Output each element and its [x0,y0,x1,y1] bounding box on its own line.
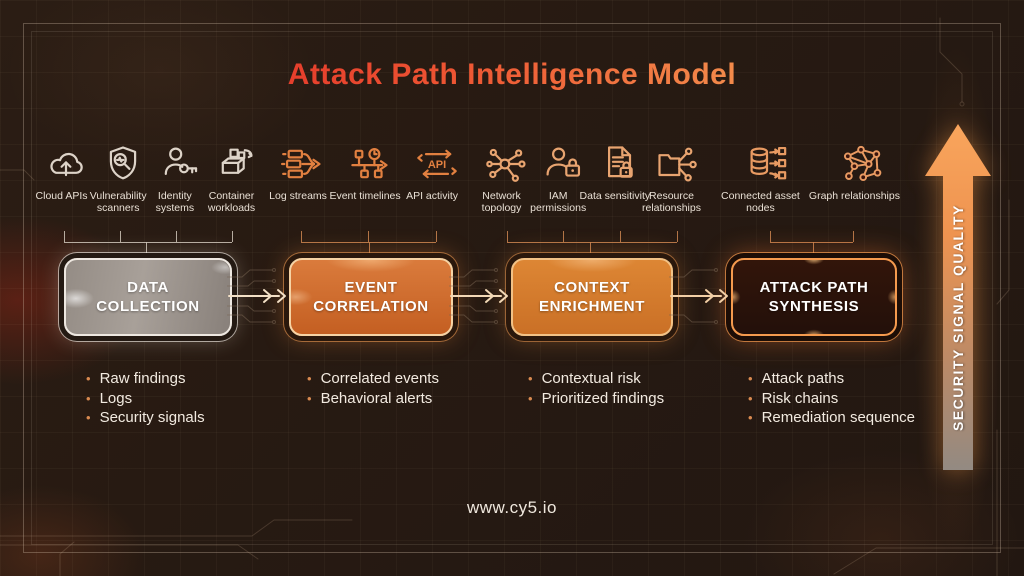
stage-box-label: CONTEXT ENRICHMENT [539,278,645,316]
output-text: Raw findings [99,370,186,387]
context-enrichment-sources: Network topology IAM permissions [478,140,704,215]
list-item: • Remediation sequence [748,408,948,428]
bullet-dot-icon: • [528,371,533,386]
source-event-timelines: Event timelines [329,140,401,202]
data-collection-outputs: • Raw findings • Logs • Security signals [86,369,205,428]
list-item: • Logs [86,389,205,409]
source-label: Data sensitivity [579,190,651,202]
event-timeline-icon [348,140,392,186]
source-api-activity: API API activity [406,140,468,202]
output-text: Correlated events [320,370,439,387]
source-label: Log streams [269,190,327,202]
stage-box-event-correlation: EVENT CORRELATION [289,258,453,336]
bullet-dot-icon: • [86,390,91,406]
output-text: Behavioral alerts [320,389,433,407]
source-vulnerability-scanners: Vulnerability scanners [90,140,151,215]
stage-box-label: DATA COLLECTION [96,278,200,316]
log-streams-icon [281,140,325,186]
page-title: Attack Path Intelligence Model [0,58,1024,92]
output-text: Risk chains [761,389,839,407]
stage-box-label: ATTACK PATH SYNTHESIS [759,278,869,316]
bullet-dot-icon: • [86,371,91,386]
source-iam-permissions: IAM permissions [530,140,591,215]
source-label: Vulnerability scanners [89,190,147,215]
source-label: Connected asset nodes [721,190,800,215]
list-item: • Raw findings [86,369,205,389]
stage-box-label: EVENT CORRELATION [313,278,429,316]
data-collection-sources: Cloud APIs Vulnerability scanners [36,140,264,215]
source-graph-relationships: Graph relationships [809,140,902,215]
context-enrichment-bracket [507,231,678,259]
list-item: • Behavioral alerts [307,389,439,409]
list-item: • Attack paths [748,369,948,389]
output-text: Logs [99,389,133,407]
context-enrichment-outputs: • Contextual risk • Prioritized findings [528,369,664,408]
security-signal-quality-arrow [925,124,991,470]
resource-relationships-icon [654,140,698,186]
bullet-dot-icon: • [748,410,753,425]
identity-key-icon [157,140,201,186]
bullet-dot-icon: • [307,390,312,406]
source-data-sensitivity: Data sensitivity [580,140,650,215]
stage-box-attack-path-synthesis: ATTACK PATH SYNTHESIS [731,258,897,336]
source-label: Graph relationships [808,190,900,202]
source-container-workloads: Container workloads [208,140,264,215]
network-topology-icon [484,140,528,186]
list-item: • Security signals [86,408,205,428]
bullet-dot-icon: • [748,371,753,386]
event-correlation-outputs: • Correlated events • Behavioral alerts [307,369,439,408]
cloud-upload-icon [44,140,88,186]
stage-box-context-enrichment: CONTEXT ENRICHMENT [511,258,673,336]
attack-path-outputs: • Attack paths • Risk chains • Remediation … [748,369,948,428]
output-text: Remediation sequence [761,409,915,426]
source-label: Identity systems [155,190,195,215]
source-label: Network topology [481,190,522,215]
flow-arrow-2 [449,268,508,324]
bullet-dot-icon: • [86,410,91,425]
source-label: Container workloads [207,190,256,215]
source-cloud-apis: Cloud APIs [36,140,94,215]
container-workloads-icon [214,140,258,186]
source-resource-relationships: Resource relationships [642,140,704,215]
source-label: IAM permissions [530,190,587,215]
bullet-dot-icon: • [528,390,533,406]
source-label: API activity [406,190,459,202]
security-signal-quality-label: SECURITY SIGNAL QUALITY [950,204,966,432]
data-sensitivity-icon [597,140,641,186]
attack-path-bracket [770,231,854,259]
footer-url: www.cy5.io [466,498,558,517]
output-text: Contextual risk [541,370,641,387]
stage-box-data-collection: DATA COLLECTION [64,258,232,336]
asset-nodes-icon [745,140,789,186]
output-text: Prioritized findings [541,389,665,407]
event-correlation-bracket [301,231,437,259]
source-network-topology: Network topology [478,140,534,215]
output-text: Attack paths [761,370,845,387]
attack-path-sources: Connected asset nodes Graph relationship… [721,140,902,215]
bullet-dot-icon: • [307,371,312,386]
flow-arrow-1 [227,268,286,324]
api-activity-icon: API [415,140,459,186]
iam-lock-icon [541,140,585,186]
list-item: • Correlated events [307,369,439,389]
source-label: Resource relationships [642,190,701,215]
source-label: Cloud APIs [35,190,88,202]
event-correlation-sources: Log streams Event timelines API [269,140,468,202]
graph-relationships-icon [839,140,883,186]
source-identity-systems: Identity systems [151,140,207,215]
shield-scan-icon [101,140,145,186]
data-collection-bracket [64,231,233,259]
flow-arrow-3 [669,268,728,324]
list-item: • Risk chains [748,389,948,409]
svg-text:API: API [428,159,446,171]
source-label: Event timelines [329,190,401,202]
output-text: Security signals [99,409,205,426]
source-log-streams: Log streams [269,140,334,202]
bullet-dot-icon: • [748,390,753,406]
list-item: • Prioritized findings [528,389,664,409]
list-item: • Contextual risk [528,369,664,389]
source-connected-asset-nodes: Connected asset nodes [721,140,808,215]
